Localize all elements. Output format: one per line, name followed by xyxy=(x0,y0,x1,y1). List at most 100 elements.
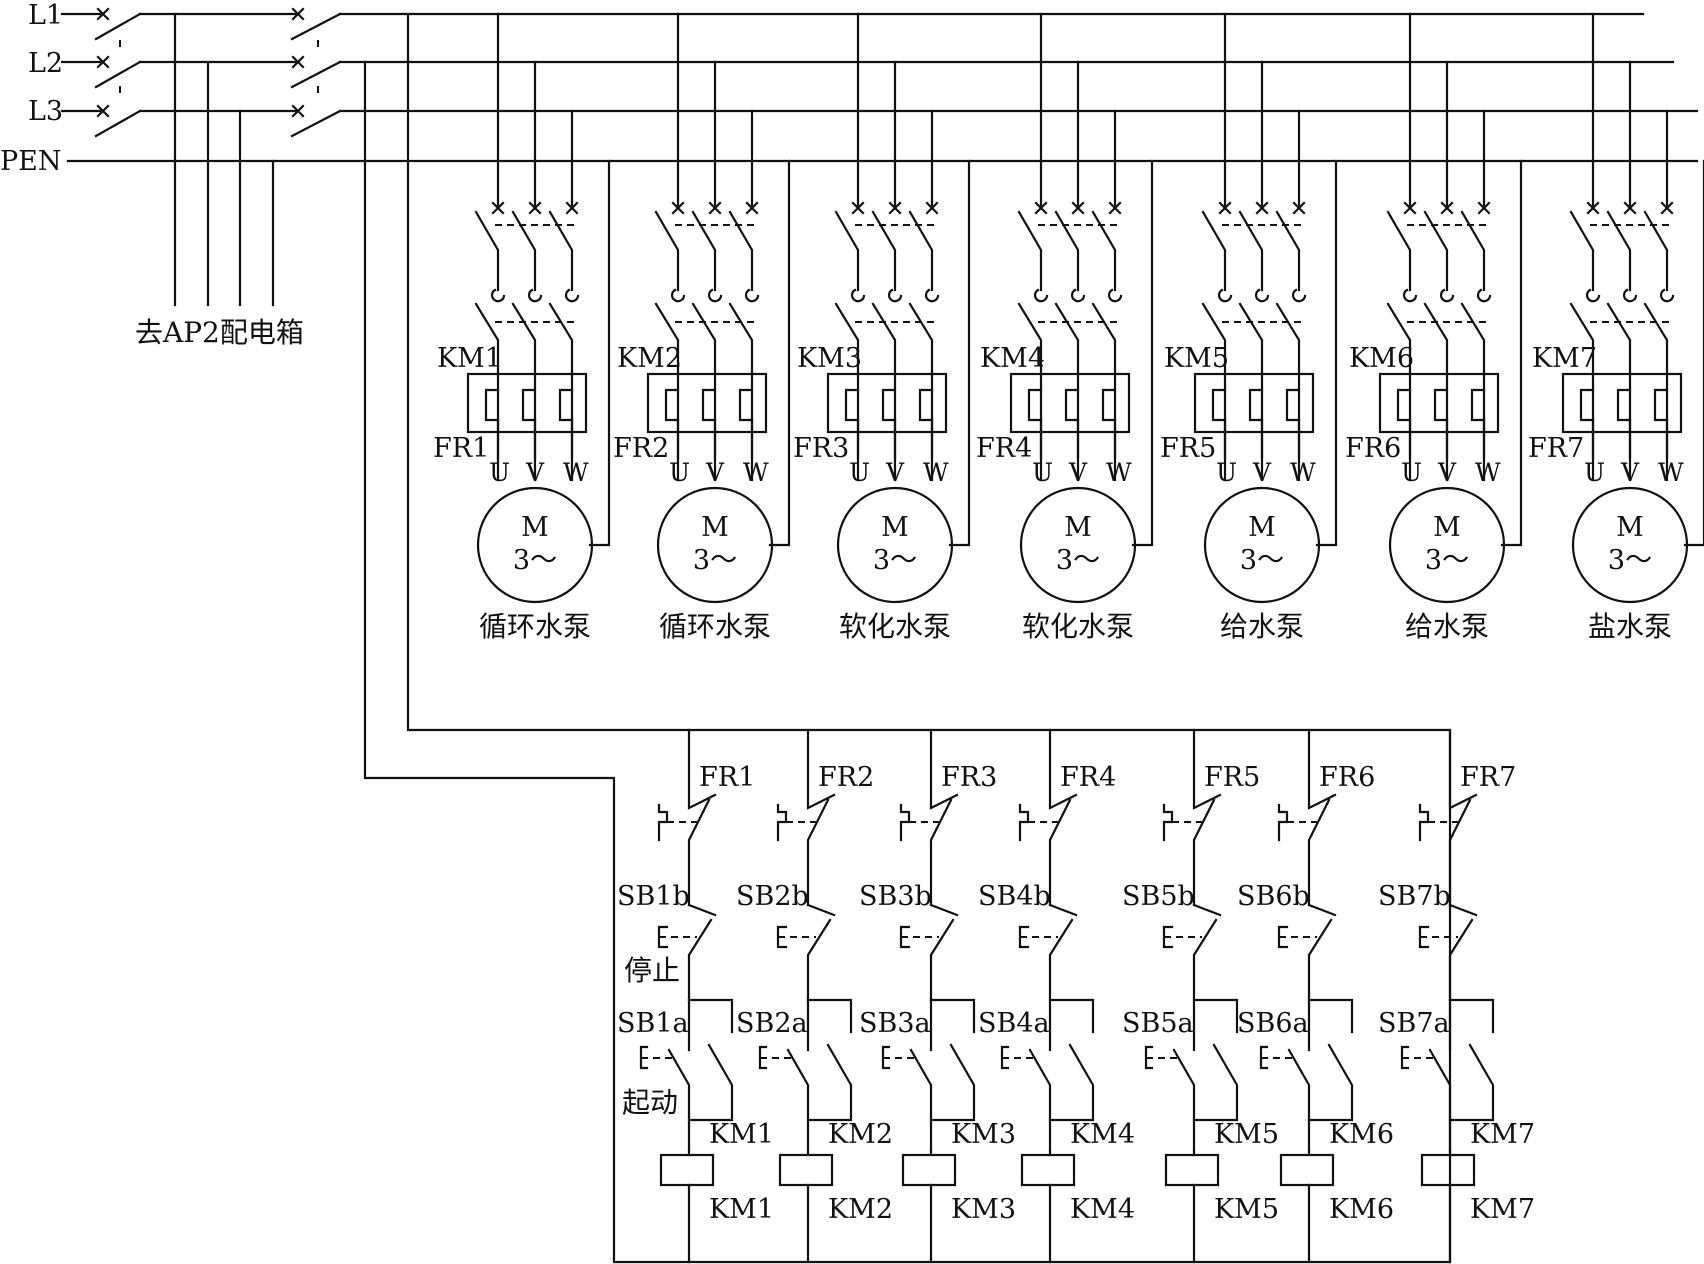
ctrl-3-coil-label: KM3 xyxy=(951,1194,1016,1225)
branch-3-motor-text-m: M xyxy=(881,512,909,543)
branch-1-breaker-blade-3 xyxy=(548,210,574,292)
branch-3-fr-element-2 xyxy=(881,388,897,422)
branch-5-terminal-w: W xyxy=(1290,458,1316,487)
branch-5-fr-label: FR5 xyxy=(1160,433,1216,464)
branch-7-motor-text-phase: 3～ xyxy=(1608,545,1652,576)
branch-6-fr-element-3 xyxy=(1470,388,1486,422)
branch-4-pump-label: 软化水泵 xyxy=(1022,610,1134,643)
branch-3-terminal-v: V xyxy=(885,458,905,487)
branch-4-fr-element-1 xyxy=(1027,388,1043,422)
ctrl-2-hold-top xyxy=(806,998,853,1034)
ctrl-7-sbb-label: SB7b xyxy=(1378,881,1451,912)
ctrl-2-hold-blade xyxy=(806,1043,853,1122)
branch-6-km-arc-2 xyxy=(1439,288,1455,303)
branch-7-km-label: KM7 xyxy=(1532,343,1597,374)
ctrl-2-fr-thermal-symbol xyxy=(776,803,788,842)
main-breaker-q1-cross-l3 xyxy=(96,104,110,118)
branch-7-pump-label: 盐水泵 xyxy=(1588,610,1672,643)
branch-3-breaker-cross-1 xyxy=(851,201,865,215)
ctrl-5-fr-top xyxy=(1192,728,1222,810)
main-breaker-q1-blade-l1 xyxy=(94,12,142,41)
branch-6-breaker-blade-1 xyxy=(1386,210,1412,292)
branch-1-motor-text-phase: 3～ xyxy=(513,545,557,576)
branch-3-terminal-u: U xyxy=(849,458,870,487)
branch-7-breaker-blade-2 xyxy=(1606,210,1632,292)
ctrl-6-stop-top xyxy=(1307,903,1337,917)
branch-3-fr-label: FR3 xyxy=(793,433,849,464)
ctrl-7-fr-thermal-symbol xyxy=(1418,803,1430,842)
branch-4-terminal-w: W xyxy=(1106,458,1132,487)
branch-7-breaker-cross-2 xyxy=(1623,201,1637,215)
branch-3-km-arc-1 xyxy=(850,288,866,303)
branch-4-terminal-u: U xyxy=(1032,458,1053,487)
branch-1-terminal-u: U xyxy=(489,458,510,487)
main-breaker-q1-cross-l1 xyxy=(96,7,110,21)
branch-2-breaker-cross-1 xyxy=(671,201,685,215)
branch-3-pe-wire xyxy=(948,159,971,547)
control-supply-l2-wire xyxy=(363,60,1452,1264)
branch-6-terminal-v: V xyxy=(1437,458,1457,487)
branch-2-motor-text-phase: 3～ xyxy=(693,545,737,576)
ctrl-2-sba-label: SB2a xyxy=(736,1008,808,1039)
branch-6-km-blade-1 xyxy=(1386,302,1412,460)
ctrl-4-start-blade xyxy=(1028,998,1052,1152)
ctrl-1-fr-top xyxy=(687,728,717,810)
ctrl-3-sba-label: SB3a xyxy=(859,1008,931,1039)
ctrl-7-stop-top xyxy=(1448,903,1478,917)
branch-5-motor-text-phase: 3～ xyxy=(1240,545,1284,576)
branch-4-fr-box xyxy=(1009,372,1131,434)
ctrl-6-stop-blade xyxy=(1307,918,1333,1002)
branch-5-km-arc-2 xyxy=(1254,288,1270,303)
branch-1-motor xyxy=(476,486,594,604)
ctrl-2-coil-label: KM2 xyxy=(828,1194,893,1225)
ctrl-5-fr-blade xyxy=(1192,798,1216,907)
branch-7-terminal-v: V xyxy=(1620,458,1640,487)
branch-7-breaker-cross-3 xyxy=(1660,201,1674,215)
branch-2-km-arc-3 xyxy=(744,288,760,303)
branch-6-km-blade-2 xyxy=(1423,302,1449,460)
branch-5-breaker-blade-1 xyxy=(1201,210,1227,292)
ctrl-5-sba-label: SB5a xyxy=(1122,1008,1194,1039)
branch-2-terminal-v: V xyxy=(705,458,725,487)
branch-4-km-arc-2 xyxy=(1070,288,1086,303)
branch-4-fr-element-3 xyxy=(1101,388,1117,422)
branch-4-breaker-cross-1 xyxy=(1034,201,1048,215)
branch-7-fr-element-1 xyxy=(1579,388,1595,422)
branch-2-pump-label: 循环水泵 xyxy=(659,610,771,643)
ctrl-6-start-blade xyxy=(1287,998,1311,1152)
branch-6-motor-text-phase: 3～ xyxy=(1425,545,1469,576)
ctrl-5-fr-thermal-symbol xyxy=(1162,803,1174,842)
branch-7-fr-element-3 xyxy=(1653,388,1669,422)
branch-6-km-arc-1 xyxy=(1402,288,1418,303)
main-breaker-q1-cross-l2 xyxy=(96,55,110,69)
ctrl-3-hold-contact-label: KM3 xyxy=(951,1119,1016,1150)
branch-2-terminal-w: W xyxy=(743,458,769,487)
ctrl-3-coil xyxy=(901,1153,957,1187)
ctrl-5-fr-label: FR5 xyxy=(1204,762,1260,793)
branch-3-km-arc-2 xyxy=(887,288,903,303)
ctrl-4-hold-blade xyxy=(1048,1043,1095,1122)
ctrl-7-coil-label: KM7 xyxy=(1470,1194,1535,1225)
ctrl-2-hold-contact-label: KM2 xyxy=(828,1119,893,1150)
branch-4-km-arc-3 xyxy=(1107,288,1123,303)
ctrl-6-hold-contact-label: KM6 xyxy=(1329,1119,1394,1150)
branch-1-km-arc-2 xyxy=(527,288,543,303)
ctrl-3-fr-blade xyxy=(929,798,953,907)
branch-6-fr-box xyxy=(1378,372,1500,434)
ctrl-5-hold-top xyxy=(1192,998,1239,1034)
ctrl-7-sba-label: SB7a xyxy=(1378,1008,1450,1039)
branch-5-breaker-cross-2 xyxy=(1255,201,1269,215)
branch-3-km-blade-2 xyxy=(871,302,897,460)
branch-3-breaker-cross-2 xyxy=(888,201,902,215)
ctrl-1-hold-blade xyxy=(687,1043,734,1122)
ctrl-1-hold-contact-label: KM1 xyxy=(709,1119,774,1150)
branch-1-breaker-cross-2 xyxy=(528,201,542,215)
branch-2-fr-element-2 xyxy=(701,388,717,422)
ctrl-4-coil-label: KM4 xyxy=(1070,1194,1135,1225)
